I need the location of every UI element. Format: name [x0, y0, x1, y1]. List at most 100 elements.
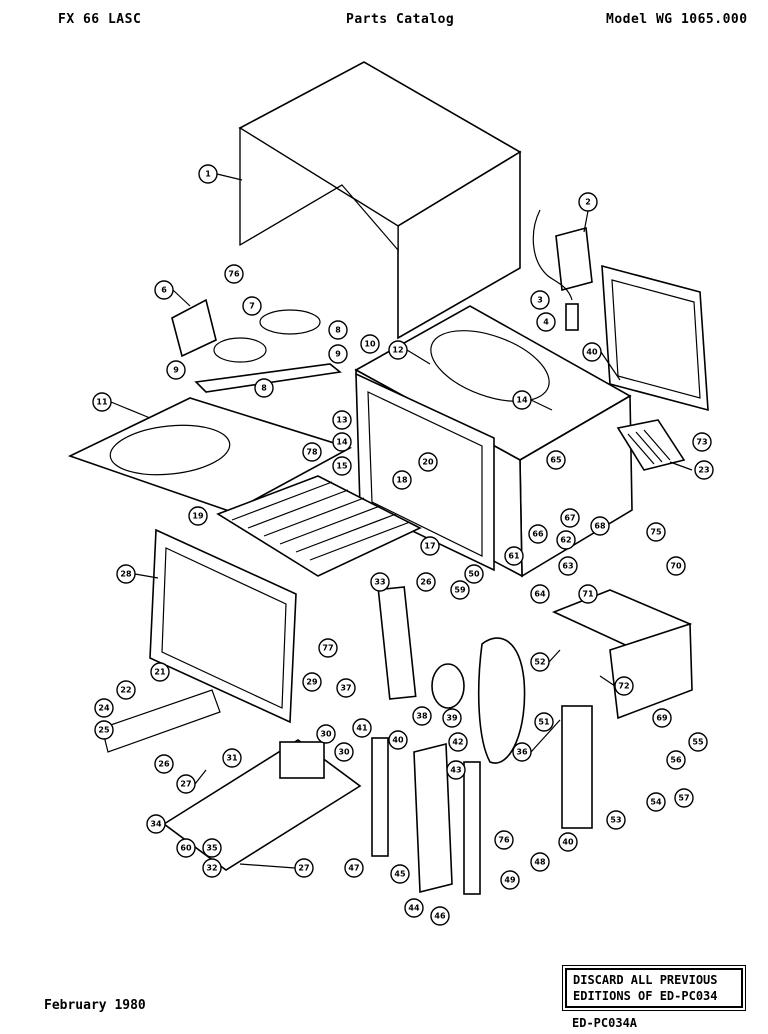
- svg-text:53: 53: [610, 816, 621, 825]
- callout-26-upper: 26: [416, 572, 436, 592]
- callout-33: 33: [370, 572, 390, 592]
- svg-text:67: 67: [564, 514, 575, 523]
- callout-56: 56: [666, 750, 686, 770]
- svg-text:31: 31: [226, 754, 238, 763]
- capacitor-part: [532, 209, 593, 331]
- callout-18: 18: [392, 470, 412, 490]
- svg-text:49: 49: [504, 876, 516, 885]
- svg-text:6: 6: [161, 286, 167, 295]
- svg-text:66: 66: [532, 530, 544, 539]
- callout-36: 36: [512, 742, 532, 762]
- svg-text:77: 77: [322, 644, 333, 653]
- svg-text:60: 60: [180, 844, 192, 853]
- callout-35: 35: [202, 838, 222, 858]
- callout-23: 23: [694, 460, 714, 480]
- callout-63: 63: [558, 556, 578, 576]
- svg-text:21: 21: [154, 668, 166, 677]
- callout-20: 20: [418, 452, 438, 472]
- svg-text:8: 8: [335, 326, 341, 335]
- callout-52: 52: [530, 652, 550, 672]
- svg-text:78: 78: [306, 448, 318, 457]
- svg-text:35: 35: [206, 844, 218, 853]
- callout-25: 25: [94, 720, 114, 740]
- callout-34: 34: [146, 814, 166, 834]
- svg-text:3: 3: [537, 296, 543, 305]
- callout-53: 53: [606, 810, 626, 830]
- callout-66: 66: [528, 524, 548, 544]
- callout-9-right: 9: [328, 344, 348, 364]
- callout-3: 3: [530, 290, 550, 310]
- svg-text:28: 28: [120, 570, 132, 579]
- header-title: Parts Catalog: [346, 12, 455, 27]
- svg-text:11: 11: [96, 398, 108, 407]
- callout-19: 19: [188, 506, 208, 526]
- callout-76-upper: 76: [224, 264, 244, 284]
- callout-9-left: 9: [166, 360, 186, 380]
- svg-text:65: 65: [550, 456, 562, 465]
- svg-text:64: 64: [534, 590, 546, 599]
- callout-73: 73: [692, 432, 712, 452]
- svg-text:57: 57: [678, 794, 689, 803]
- notice-line-1: DISCARD ALL PREVIOUS: [573, 973, 718, 987]
- header-model-number: Model WG 1065.000: [606, 12, 748, 27]
- callout-8-upper: 8: [328, 320, 348, 340]
- callout-26-lower: 26: [154, 754, 174, 774]
- callout-17: 17: [420, 536, 440, 556]
- callout-40-middle: 40: [388, 730, 408, 750]
- callout-27-right: 27: [294, 858, 314, 878]
- svg-text:14: 14: [516, 396, 528, 405]
- callout-7: 7: [242, 296, 262, 316]
- callout-41: 41: [352, 718, 372, 738]
- catalog-date: February 1980: [44, 998, 146, 1013]
- callout-69: 69: [652, 708, 672, 728]
- notice-line-2: EDITIONS OF ED-PC034: [573, 989, 718, 1003]
- callout-39: 39: [442, 708, 462, 728]
- svg-text:10: 10: [364, 340, 376, 349]
- callout-30-right: 30: [334, 742, 354, 762]
- callout-32: 32: [202, 858, 222, 878]
- svg-text:71: 71: [582, 590, 594, 599]
- svg-text:48: 48: [534, 858, 546, 867]
- callout-62: 62: [556, 530, 576, 550]
- callout-2: 2: [578, 192, 598, 212]
- svg-text:33: 33: [374, 578, 385, 587]
- callout-64: 64: [530, 584, 550, 604]
- callout-22: 22: [116, 680, 136, 700]
- callout-31: 31: [222, 748, 242, 768]
- svg-text:43: 43: [450, 766, 461, 775]
- svg-text:40: 40: [586, 348, 598, 357]
- stirrer-assembly: [171, 298, 342, 393]
- svg-text:20: 20: [422, 458, 434, 467]
- callout-59: 59: [450, 580, 470, 600]
- svg-text:9: 9: [173, 366, 179, 375]
- control-panel: [371, 705, 593, 895]
- svg-text:24: 24: [98, 704, 110, 713]
- svg-text:73: 73: [696, 438, 707, 447]
- svg-text:9: 9: [335, 350, 341, 359]
- callout-78: 78: [302, 442, 322, 462]
- svg-text:37: 37: [340, 684, 351, 693]
- callout-15: 15: [332, 456, 352, 476]
- svg-text:30: 30: [338, 748, 350, 757]
- callout-65: 65: [546, 450, 566, 470]
- svg-text:8: 8: [261, 384, 267, 393]
- callout-48: 48: [530, 852, 550, 872]
- document-id: ED-PC034A: [572, 1016, 638, 1030]
- callout-27-left: 27: [176, 774, 196, 794]
- callout-10: 10: [360, 334, 380, 354]
- callout-60: 60: [176, 838, 196, 858]
- callout-72: 72: [614, 676, 634, 696]
- svg-text:30: 30: [320, 730, 332, 739]
- svg-text:52: 52: [534, 658, 545, 667]
- svg-text:50: 50: [468, 570, 480, 579]
- callout-37: 37: [336, 678, 356, 698]
- callout-50: 50: [464, 564, 484, 584]
- shelf-rack: [216, 475, 422, 577]
- callout-49: 49: [500, 870, 520, 890]
- callout-12: 12: [388, 340, 408, 360]
- front-door: [149, 528, 297, 724]
- svg-text:2: 2: [585, 198, 591, 207]
- callout-38: 38: [412, 706, 432, 726]
- callout-42: 42: [448, 732, 468, 752]
- svg-text:47: 47: [348, 864, 359, 873]
